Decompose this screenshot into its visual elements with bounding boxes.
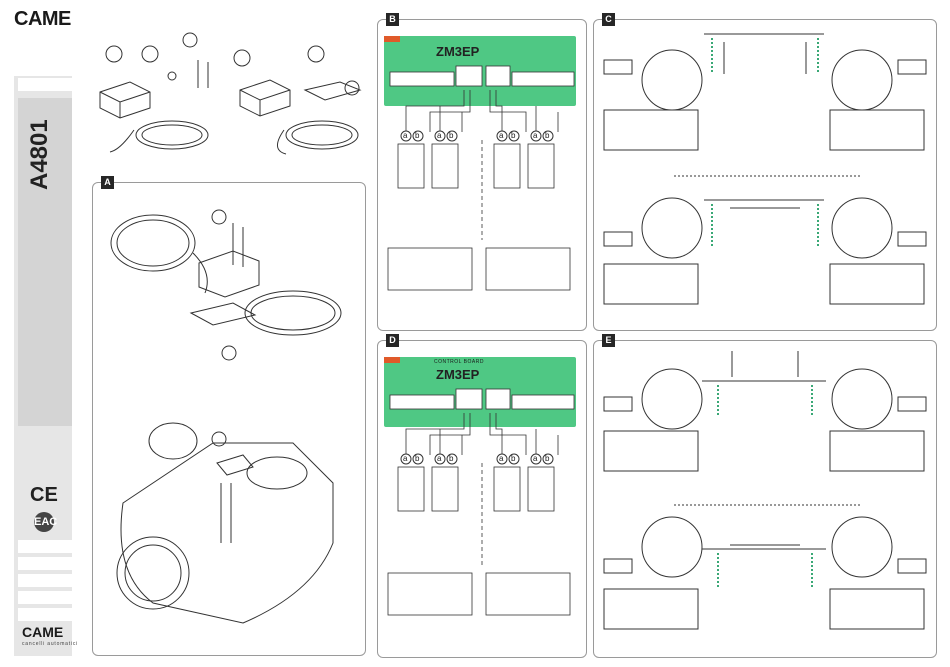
terminal-label: b [545,454,549,463]
terminal-label: a [499,131,503,140]
terminal-label: b [449,454,453,463]
sidebar-row [18,540,72,553]
brand-logo-bottom: CAME [22,624,63,640]
terminal-label: b [449,131,453,140]
panel-a-drawing [93,183,365,655]
terminal-label: b [415,454,419,463]
panel-b-wiring [378,20,586,330]
sidebar-blank-strip [18,78,72,91]
sidebar-row [18,557,72,570]
terminal-label: b [545,131,549,140]
terminal-label: b [415,131,419,140]
panel-a: A [92,182,366,656]
terminal-label: b [511,131,515,140]
sidebar-row [18,591,72,604]
panel-e-label: E [602,334,615,347]
panel-d: D CONTROL BOARD ZM3EP a b a b a b a b [377,340,587,658]
panel-e-drawing [594,341,936,657]
terminal-label: a [437,454,441,463]
sidebar-row [18,608,72,621]
model-code: A4801 [26,119,54,190]
brand-tagline: cancelli automatici [22,641,78,647]
panel-d-wiring [378,341,586,657]
parts-drawing [90,30,370,180]
panel-c-drawing [594,20,936,330]
sidebar-row [18,574,72,587]
panel-c: C [593,19,937,331]
terminal-label: a [403,131,407,140]
terminal-label: a [437,131,441,140]
terminal-label: a [533,131,537,140]
eac-mark-icon: EAC [34,512,54,532]
panel-a-label: A [101,176,114,189]
terminal-label: a [499,454,503,463]
brand-logo-top: CAME [14,8,71,31]
terminal-label: a [403,454,407,463]
panel-e: E [593,340,937,658]
terminal-label: a [533,454,537,463]
panel-b: B ZM3EP a b a b a b a b [377,19,587,331]
ce-mark-icon: CE [30,484,58,507]
model-code-wrapper: A4801 [24,112,64,292]
terminal-label: b [511,454,515,463]
panel-c-label: C [602,13,615,26]
